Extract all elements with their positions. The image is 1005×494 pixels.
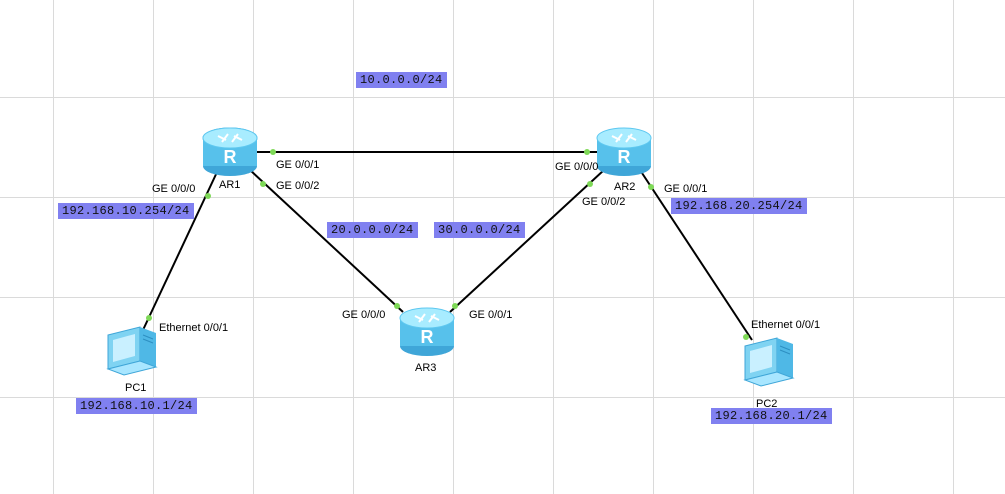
network-label-ar1-ar3: 20.0.0.0/24 <box>327 222 418 238</box>
router-icon[interactable]: R <box>202 127 258 176</box>
device-label-ar3: AR3 <box>415 362 437 374</box>
network-label-ar2-lan: 192.168.20.254/24 <box>671 198 807 214</box>
port-label-ar3-ge000: GE 0/0/0 <box>342 309 386 321</box>
router-icon[interactable]: R <box>399 307 455 356</box>
port-label-ar2-ge000: GE 0/0/0 <box>555 161 599 173</box>
port-label-ar1-ge002: GE 0/0/2 <box>276 180 320 192</box>
port-dot <box>648 184 654 190</box>
port-dot <box>394 303 400 309</box>
device-label-ar2: AR2 <box>614 181 636 193</box>
router-icon[interactable]: R <box>596 127 652 176</box>
network-label-ar1-ar2: 10.0.0.0/24 <box>356 72 447 88</box>
pc-icon[interactable] <box>743 337 795 387</box>
pc-icon[interactable] <box>106 326 158 376</box>
port-label-ar1-ge001: GE 0/0/1 <box>276 159 320 171</box>
port-dot <box>146 315 152 321</box>
port-label-ar1-ge000: GE 0/0/0 <box>152 183 196 195</box>
svg-text:R: R <box>224 147 237 167</box>
port-dot <box>452 303 458 309</box>
port-label-pc2-eth: Ethernet 0/0/1 <box>751 319 821 331</box>
port-label-pc1-eth: Ethernet 0/0/1 <box>159 322 229 334</box>
svg-text:R: R <box>421 327 434 347</box>
svg-text:R: R <box>618 147 631 167</box>
network-label-ar2-ar3: 30.0.0.0/24 <box>434 222 525 238</box>
port-dot <box>260 181 266 187</box>
device-label-pc1: PC1 <box>125 382 147 394</box>
port-label-ar2-ge002: GE 0/0/2 <box>582 196 626 208</box>
device-label-ar1: AR1 <box>219 179 241 191</box>
port-dot <box>584 149 590 155</box>
port-label-ar3-ge001: GE 0/0/1 <box>469 309 513 321</box>
port-dot <box>743 334 749 340</box>
link-ar1-ar3[interactable] <box>249 169 404 313</box>
ip-label-pc2: 192.168.20.1/24 <box>711 408 832 424</box>
port-dot <box>205 193 211 199</box>
link-ar2-ar3[interactable] <box>449 169 605 313</box>
device-label-pc2: PC2 <box>756 398 778 410</box>
port-dot <box>587 181 593 187</box>
ip-label-pc1: 192.168.10.1/24 <box>76 398 197 414</box>
port-dots <box>146 149 749 340</box>
port-dot <box>270 149 276 155</box>
link-ar2-pc2[interactable] <box>639 169 753 341</box>
port-label-ar2-ge001: GE 0/0/1 <box>664 183 708 195</box>
network-label-ar1-lan: 192.168.10.254/24 <box>58 203 194 219</box>
